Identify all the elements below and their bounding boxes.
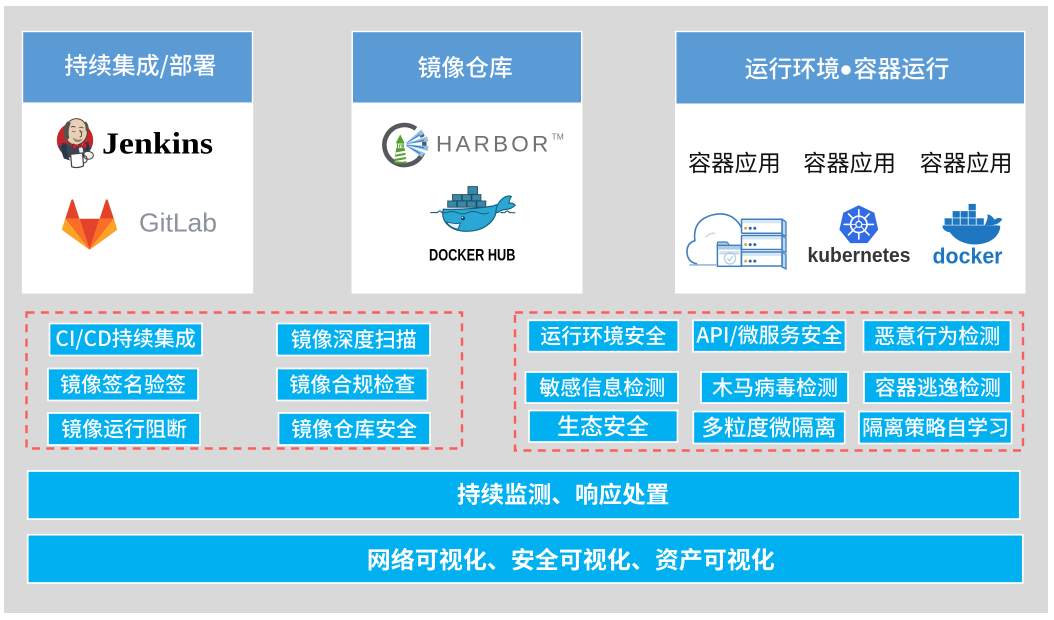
svg-text:HARBOR: HARBOR xyxy=(436,132,551,157)
svg-text:TM: TM xyxy=(552,132,564,142)
svg-text:GitLab: GitLab xyxy=(139,208,217,238)
svg-text:docker: docker xyxy=(933,244,1003,269)
svg-text:DOCKER HUB: DOCKER HUB xyxy=(429,247,516,265)
svg-text:kubernetes: kubernetes xyxy=(808,244,911,267)
svg-text:Jenkins: Jenkins xyxy=(102,126,213,161)
